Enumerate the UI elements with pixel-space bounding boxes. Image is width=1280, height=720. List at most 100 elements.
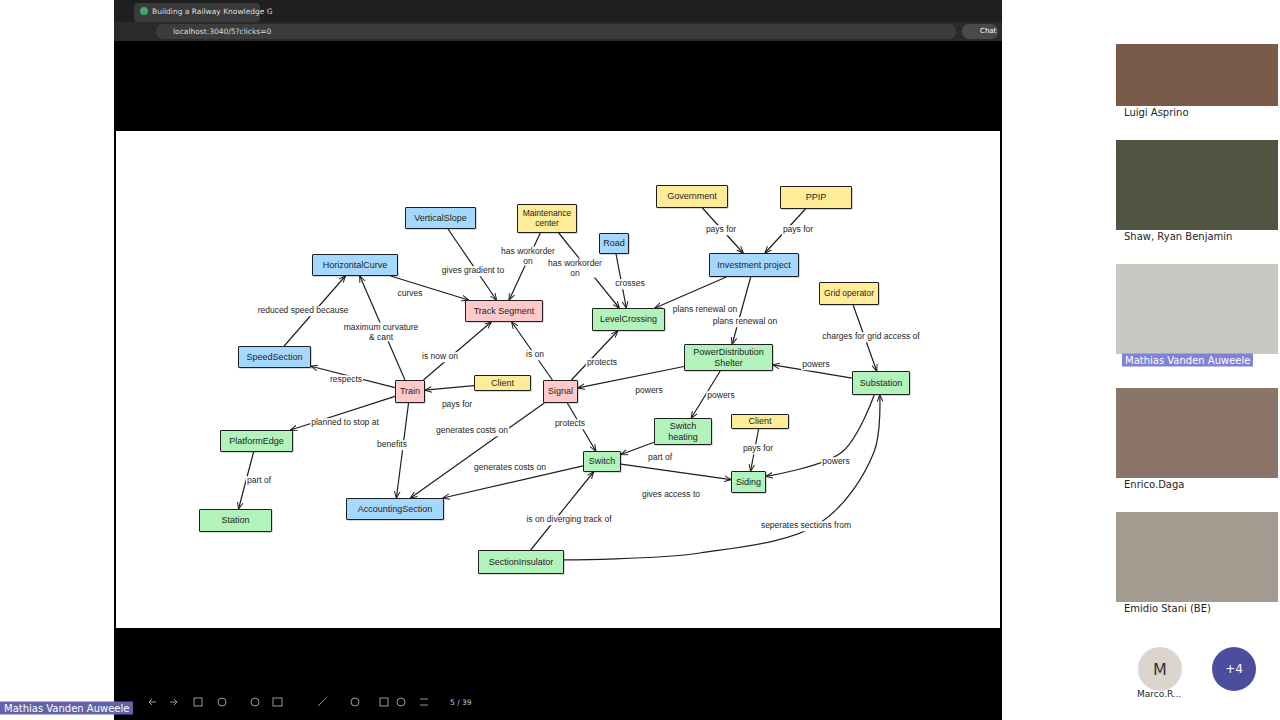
edge-label: part of <box>647 453 673 463</box>
edge-label: pays for <box>705 225 737 235</box>
edge-label: crosses <box>614 279 645 289</box>
relation-arrow <box>578 367 684 388</box>
node-text: PowerDistribution Shelter <box>688 347 769 367</box>
concept-box: Track Segment <box>465 300 543 322</box>
relation-arrow <box>311 366 395 387</box>
concept-box: PowerDistribution Shelter <box>684 344 773 371</box>
node-text: Train <box>400 386 420 396</box>
node-text: Client <box>491 378 514 388</box>
relation-arrow <box>391 276 469 300</box>
concept-box: Client <box>731 414 789 429</box>
node-text: Siding <box>736 477 761 487</box>
toolbar-icon <box>420 699 428 705</box>
browser-window <box>114 0 1002 720</box>
node-text: SpeedSection <box>246 352 302 362</box>
edge-label: gives gradient to <box>441 266 505 276</box>
node-text: Station <box>221 515 249 525</box>
screen-text: Luigi Asprino <box>1124 107 1189 118</box>
node-text: LevelCrossing <box>600 314 657 324</box>
edge-label: plans renewal on <box>672 305 738 315</box>
toolbar-icon <box>194 698 202 706</box>
concept-box: Maintenance center <box>517 204 577 233</box>
node-text: PPIP <box>806 192 827 202</box>
node-text: Substation <box>860 378 903 388</box>
screen-text: localhost:3040/5?clicks=0 <box>173 27 271 36</box>
relation-arrow <box>423 322 491 380</box>
edge-label: curves <box>396 289 423 299</box>
screen-text: Marco.R... <box>1137 689 1181 699</box>
relation-arrow <box>655 277 726 308</box>
toolbar-icon <box>218 698 226 706</box>
node-text: Road <box>603 238 625 248</box>
edge-label: is on diverging track of <box>525 515 612 525</box>
node-text: SectionInsulator <box>489 557 554 567</box>
concept-box: Grid operator <box>819 282 879 305</box>
node-text: Track Segment <box>474 306 535 316</box>
concept-box: Station <box>199 509 272 532</box>
more-participants-circle <box>1212 647 1256 691</box>
edge-label: seperates sections from <box>760 521 852 531</box>
edge-label: is on <box>525 350 545 360</box>
screen-text: Enrico.Daga <box>1124 479 1184 490</box>
edge-label: reduced speed because <box>257 306 350 316</box>
toolbar-icon <box>351 698 359 706</box>
node-text: AccountingSection <box>358 504 433 514</box>
edge-label: generates costs on <box>435 426 509 436</box>
edge-label: planned to stop at <box>310 418 380 428</box>
concept-box: LevelCrossing <box>592 308 665 331</box>
node-text: PlatformEdge <box>229 436 284 446</box>
edge-label: respects <box>329 375 363 385</box>
screen-text: Building a Railway Knowledge G <box>152 7 273 16</box>
edge-label: powers <box>634 386 663 396</box>
edge-label: powers <box>706 391 735 401</box>
video-thumbnail <box>1116 512 1278 602</box>
screen-text: Mathias Vanden Auweele <box>1122 354 1253 367</box>
edge-label: pays for <box>742 444 774 454</box>
concept-box: Switch heating <box>654 418 712 445</box>
concept-box: SpeedSection <box>238 346 311 368</box>
toolbar-icon <box>397 698 405 706</box>
edge-label: part of <box>246 476 272 486</box>
screen-text: Shaw, Ryan Benjamin <box>1124 231 1232 242</box>
concept-box: Switch <box>583 451 621 472</box>
node-text: Signal <box>548 386 573 396</box>
concept-box: Investment project <box>709 253 799 277</box>
relation-arrow <box>531 472 594 550</box>
tab-icon <box>140 7 148 15</box>
address-bar <box>156 24 956 39</box>
video-thumbnail <box>1116 44 1278 106</box>
edge-label: protects <box>586 358 618 368</box>
toolbar-icon <box>318 698 326 706</box>
video-thumbnail <box>1116 140 1278 230</box>
edge-label: maximum curvature & cant <box>340 323 422 342</box>
concept-box: Client <box>474 375 531 391</box>
screen-text: Mathias Vanden Auweele <box>0 702 133 715</box>
node-text: Grid operator <box>824 289 874 299</box>
edge-label: generates costs on <box>473 463 547 473</box>
relation-arrow <box>512 322 553 380</box>
edge-label: charges for grid access of <box>821 332 921 342</box>
video-thumbnail <box>1116 388 1278 478</box>
concept-box: AccountingSection <box>346 498 444 520</box>
screen-text: 5 / 39 <box>450 698 472 707</box>
edge-label: benefits <box>376 440 408 450</box>
relation-arrow <box>448 229 496 300</box>
relation-arrow <box>766 395 874 476</box>
avatar-circle <box>1138 647 1182 691</box>
slide <box>116 131 1000 628</box>
edge-label: powers <box>801 360 830 370</box>
relation-arrow <box>291 396 395 430</box>
video-thumbnail <box>1116 264 1278 354</box>
screen-text: M <box>1153 660 1167 679</box>
relation-arrow <box>410 403 544 498</box>
edge-label: pays for <box>782 225 814 235</box>
toolbar-icon <box>273 698 282 706</box>
toolbar-icon <box>149 699 156 705</box>
toolbar-icon <box>380 698 388 706</box>
